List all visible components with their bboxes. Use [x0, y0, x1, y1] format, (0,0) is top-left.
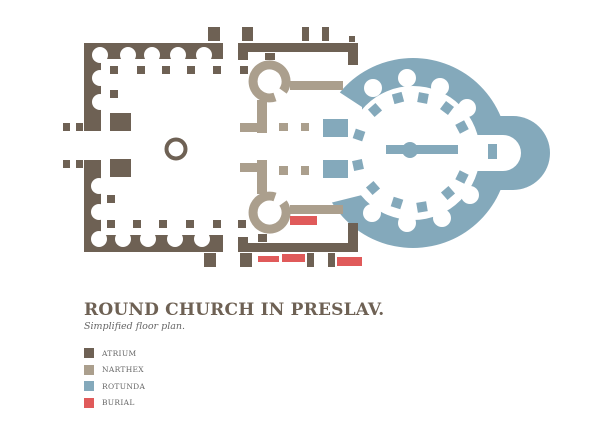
- apse-pier: [488, 144, 497, 159]
- rotunda-pier: [391, 91, 405, 105]
- rotunda-piers: [352, 91, 469, 213]
- narthex-tower-south: [248, 191, 291, 234]
- atrium-fountain: [164, 137, 188, 161]
- burials: [258, 216, 362, 266]
- rotunda-pier-large: [323, 160, 348, 178]
- legend-swatch: [84, 381, 94, 392]
- legend-swatch: [84, 348, 94, 359]
- legend-label: BURIAL: [102, 398, 135, 408]
- rotunda-pier: [417, 92, 429, 104]
- rotunda-pier: [352, 128, 366, 142]
- rotunda-pier: [439, 100, 455, 116]
- legend-swatch: [84, 364, 94, 375]
- rotunda-voids: [290, 69, 521, 232]
- rotunda-pier-large: [323, 119, 348, 137]
- rotunda-pier: [365, 180, 381, 196]
- legend-item-burial: BURIAL: [84, 395, 145, 412]
- burial: [290, 216, 317, 225]
- legend-label: NARTHEX: [102, 365, 144, 375]
- rotunda-pier: [440, 185, 456, 201]
- rotunda-pier: [455, 170, 469, 184]
- rotunda-pier: [455, 120, 469, 134]
- rotunda-pier: [367, 102, 383, 118]
- legend-item-rotunda: ROTUNDA: [84, 378, 145, 395]
- legend-swatch: [84, 397, 94, 408]
- legend-item-narthex: NARTHEX: [84, 362, 145, 379]
- legend-label: ROTUNDA: [102, 381, 146, 391]
- burial: [282, 254, 305, 262]
- rotunda-pier: [352, 159, 364, 171]
- rotunda-central-bar: [386, 145, 458, 154]
- narthex: [240, 60, 343, 234]
- figure-title: ROUND CHURCH IN PRESLAV.: [84, 300, 385, 320]
- rotunda-central-circle: [402, 142, 418, 158]
- legend-item-atrium: ATRIUM: [84, 345, 145, 362]
- legend-label: ATRIUM: [102, 348, 137, 358]
- burial: [337, 257, 362, 266]
- floor-plan: [63, 27, 550, 267]
- burial: [258, 256, 279, 262]
- atrium-niches: [91, 47, 212, 247]
- rotunda-pier: [416, 201, 428, 213]
- rotunda-pier: [390, 196, 404, 210]
- atrium-piers: [63, 27, 358, 267]
- narthex-tower-north: [248, 60, 291, 103]
- figure-subtitle: Simplified floor plan.: [84, 321, 186, 332]
- legend: ATRIUM NARTHEX ROTUNDA BURIAL: [84, 345, 145, 411]
